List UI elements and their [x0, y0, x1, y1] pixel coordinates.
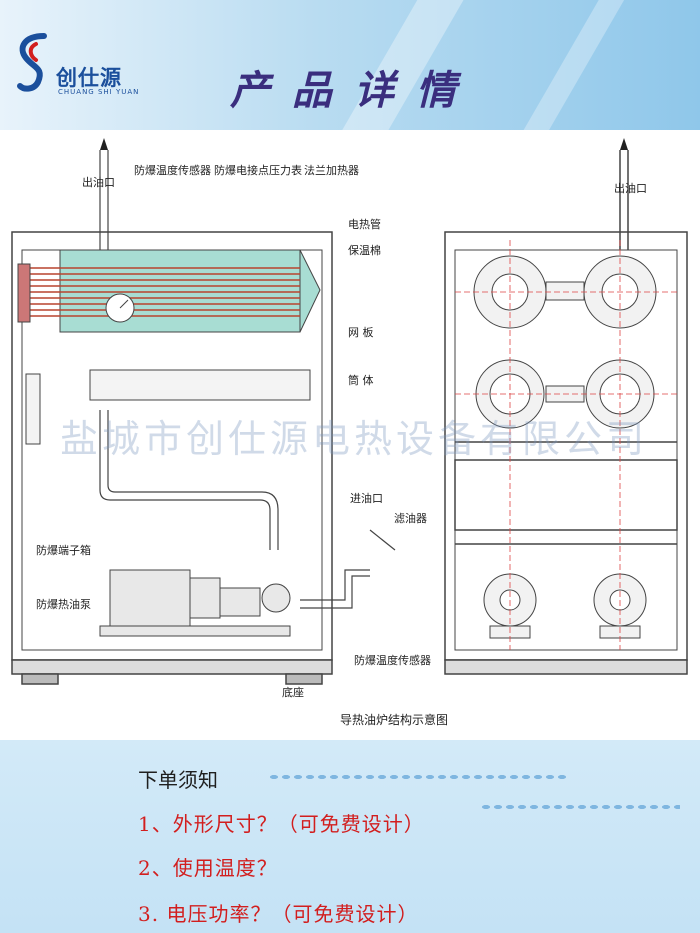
label-heating-tube: 电热管	[348, 217, 381, 231]
label-inlet: 进油口	[350, 491, 383, 505]
oil-pipes	[99, 150, 396, 609]
notice-title: 下单须知	[138, 768, 218, 792]
label-pressure-gauge: 防爆电接点压力表	[214, 163, 302, 177]
label-oil-pump: 防爆热油泵	[36, 597, 91, 611]
company-watermark: 盐城市创仕源电热设备有限公司	[60, 417, 649, 461]
cylinder	[25, 369, 311, 445]
header-banner: 创仕源 CHUANG SHI YUAN 产品详情	[0, 0, 700, 130]
heater-structure-diagram: 出油口 防爆温度传感器 防爆电接点压力表 法兰加热器 电热管 保温棉 网 板 筒…	[11, 138, 688, 727]
flow-arrow-icon	[100, 138, 628, 150]
decorative-dots	[268, 774, 568, 780]
label-insulation: 保温棉	[348, 243, 381, 257]
decorative-dots	[480, 804, 680, 810]
notice-item: 2、使用温度？	[138, 856, 278, 880]
diagram-caption: 导热油炉结构示意图	[340, 712, 448, 727]
label-temp-sensor-bottom: 防爆温度传感器	[354, 653, 431, 667]
order-notice-panel: 下单须知 1、外形尺寸？（可免费设计） 2、使用温度？ 3. 电压功率？（可免费…	[0, 740, 700, 933]
notice-item: 3. 电压功率？（可免费设计）	[138, 902, 419, 926]
right-view	[444, 150, 688, 675]
label-outlet: 出油口	[82, 175, 115, 189]
label-mesh-plate: 网 板	[348, 325, 374, 339]
label-flange-heater: 法兰加热器	[304, 163, 359, 177]
label-right-outlet: 出油口	[614, 181, 647, 195]
label-base: 底座	[282, 685, 304, 699]
centerlines	[455, 240, 677, 650]
label-filter: 滤油器	[394, 511, 427, 525]
brand-subtitle: CHUANG SHI YUAN	[58, 88, 140, 96]
page-title: 产品详情	[230, 67, 478, 114]
flange-heater	[17, 249, 321, 333]
brand-logo-icon	[17, 33, 47, 92]
notice-item: 1、外形尺寸？（可免费设计）	[138, 812, 425, 836]
label-temp-sensor-top: 防爆温度传感器	[134, 163, 211, 177]
label-terminal-box: 防爆端子箱	[36, 543, 91, 557]
oil-pump	[99, 569, 291, 637]
label-cylinder: 筒 体	[348, 373, 374, 387]
header-light-streak	[506, 0, 636, 130]
brand-name: 创仕源	[56, 66, 122, 90]
